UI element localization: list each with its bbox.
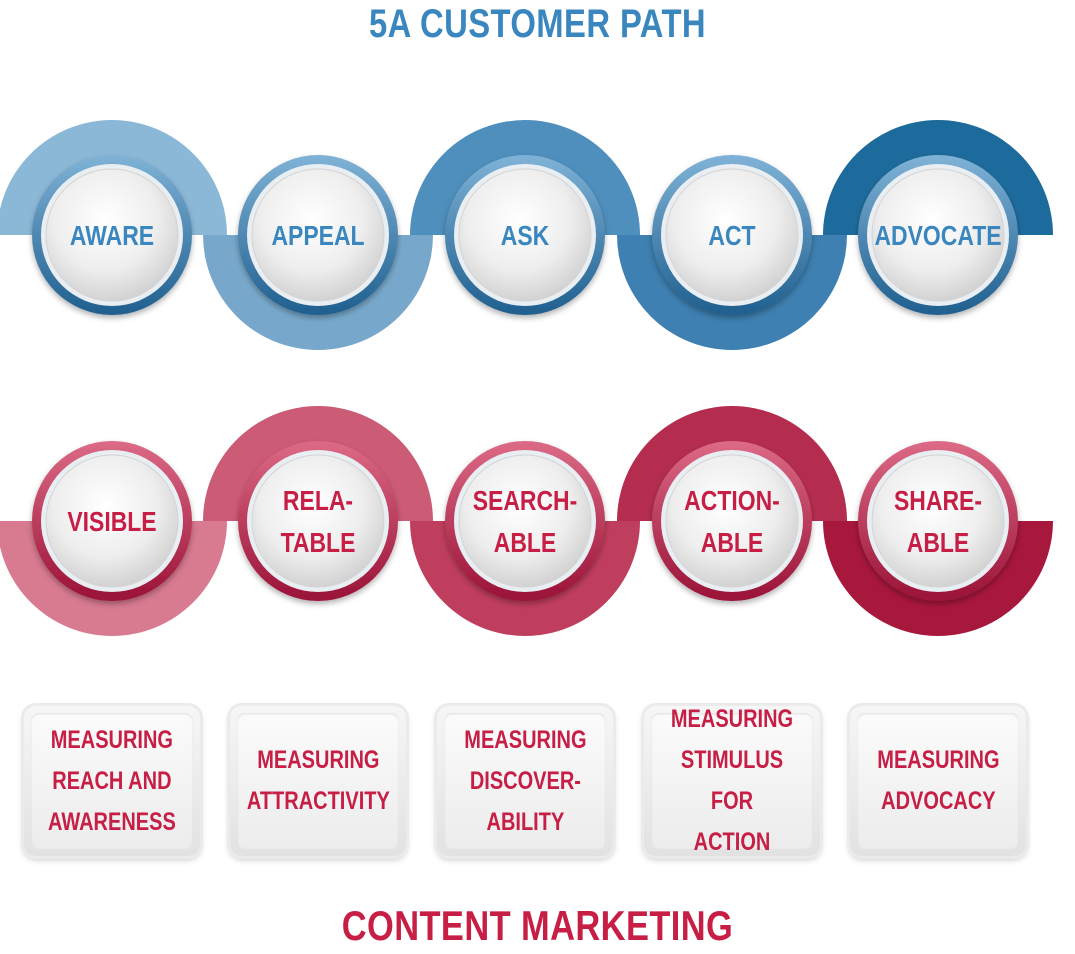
content-quality-3-label: SEARCH- (473, 486, 578, 517)
content-quality-4-label: ACTION- (684, 486, 780, 517)
content-quality-2-circle (238, 441, 398, 601)
bottom-ribbon-segment (617, 406, 847, 521)
content-quality-1-label: VISIBLE (67, 507, 156, 538)
measurement-card-text: MEASURING STIMULUS FOR ACTION (670, 705, 794, 856)
stage-appeal-circle (238, 155, 398, 315)
content-quality-3-label: ABLE (494, 528, 556, 559)
measurement-card: MEASURING REACH AND AWARENESS (24, 706, 200, 856)
measurement-card: MEASURING DISCOVER- ABILITY (437, 706, 613, 856)
stage-advocate-circle (858, 155, 1018, 315)
stage-appeal-label: APPEAL (271, 221, 364, 252)
measurement-card-text: MEASURING ATTRACTIVITY (246, 746, 390, 815)
measurement-card-text: MEASURING DISCOVER- ABILITY (463, 725, 587, 836)
ribbon-diagram: AWARE APPEAL ASK ACT ADVOCATE VISIBLE RELA- TA… (0, 120, 1053, 636)
content-quality-3-circle (445, 441, 605, 601)
bottom-circles: VISIBLE RELA- TABLE SEARCH- ABLE ACTION- ABLE S… (32, 441, 1018, 601)
bottom-title: CONTENT MARKETING (341, 902, 734, 949)
content-quality-4-label: ABLE (701, 528, 763, 559)
stage-aware-label: AWARE (70, 221, 154, 252)
content-quality-2-label: TABLE (281, 528, 356, 559)
content-quality-5-label: SHARE- (894, 486, 982, 517)
measurement-card: MEASURING ATTRACTIVITY (230, 706, 406, 856)
content-quality-5-circle (858, 441, 1018, 601)
content-quality-1-circle (32, 441, 192, 601)
stage-ask-circle (445, 155, 605, 315)
stage-act-circle (652, 155, 812, 315)
bottom-ribbon-segment (410, 521, 640, 636)
content-quality-4-circle (652, 441, 812, 601)
bottom-ribbon-segment (823, 521, 1053, 636)
top-ribbon-arcs (0, 120, 1053, 350)
top-ribbon-segment (823, 120, 1053, 235)
measurement-card: MEASURING STIMULUS FOR ACTION (644, 705, 820, 856)
measurement-card: MEASURING ADVOCACY (850, 706, 1026, 856)
stage-aware-circle (32, 155, 192, 315)
bottom-ribbon-segment (203, 406, 433, 521)
top-ribbon-segment (410, 120, 640, 235)
top-circles: AWARE APPEAL ASK ACT ADVOCATE (32, 155, 1018, 315)
stage-act-label: ACT (708, 221, 755, 252)
bottom-ribbon-arcs (0, 406, 1053, 636)
content-quality-2-label: RELA- (283, 486, 353, 517)
top-ribbon-segment (617, 235, 847, 350)
stage-advocate-label: ADVOCATE (874, 221, 1001, 252)
top-ribbon-segment (0, 120, 227, 235)
top-ribbon-segment (203, 235, 433, 350)
bottom-ribbon-segment (0, 521, 227, 636)
measurement-card-text: MEASURING ADVOCACY (876, 746, 1000, 815)
top-title: 5A CUSTOMER PATH (368, 2, 707, 46)
content-quality-5-label: ABLE (907, 528, 969, 559)
stage-ask-label: ASK (501, 221, 550, 252)
measurement-card-text: MEASURING REACH AND AWARENESS (48, 725, 176, 836)
